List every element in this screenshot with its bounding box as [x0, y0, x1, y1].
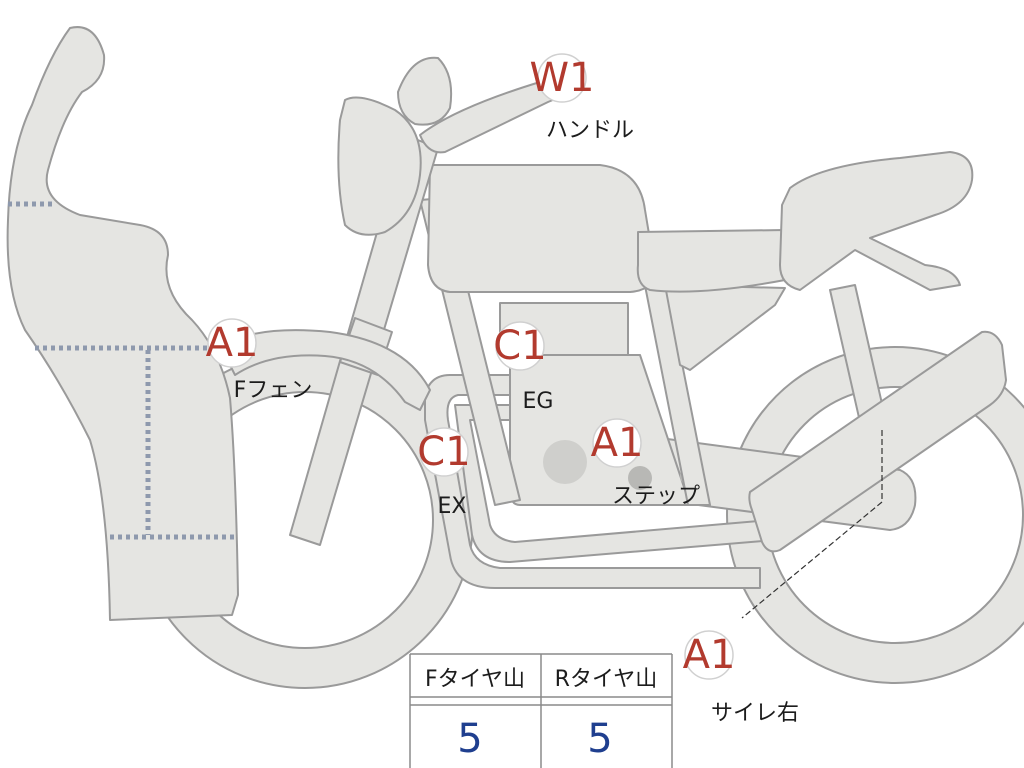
front-tire-header: Fタイヤ山	[425, 667, 525, 692]
ffender-grade: A1	[206, 320, 259, 366]
step-grade: A1	[591, 420, 644, 466]
fairing	[6, 26, 239, 621]
exhaust-pipe-upper	[454, 404, 776, 563]
silencer-grade: A1	[683, 632, 736, 678]
front-fender	[219, 329, 431, 411]
ffender-marker: A1 Fフェン	[206, 318, 313, 403]
engine-marker: C1 EG	[493, 321, 554, 414]
ffender-label: Fフェン	[234, 378, 313, 403]
mirror	[397, 56, 453, 126]
side-cover	[664, 284, 786, 371]
handle-grade: W1	[530, 55, 595, 101]
step-marker: A1 ステップ	[591, 418, 700, 509]
rear-tire-header: Rタイヤ山	[555, 667, 658, 692]
silencer-leader-line	[741, 430, 883, 619]
handle-label: ハンドル	[546, 118, 634, 143]
step-label: ステップ	[612, 484, 700, 509]
seat-rear	[779, 151, 974, 291]
silencer	[748, 330, 1007, 553]
silencer-marker: A1 サイレ右	[683, 630, 799, 726]
exhaust-grade: C1	[417, 429, 470, 475]
rear-tire-value: 5	[587, 716, 612, 762]
front-tire-value: 5	[457, 716, 482, 762]
fuel-tank	[427, 164, 656, 293]
engine-grade: C1	[493, 323, 546, 369]
exhaust-marker: C1 EX	[417, 427, 471, 519]
headlight	[337, 96, 422, 236]
engine-label: EG	[523, 389, 554, 414]
silencer-label: サイレ右	[711, 701, 799, 726]
exhaust-pipe-lower	[424, 374, 761, 589]
handle-marker: W1 ハンドル	[530, 53, 634, 143]
seat-front	[636, 229, 786, 293]
exhaust-label: EX	[438, 494, 467, 519]
tire-tread-table: Fタイヤ山 Rタイヤ山 5 5	[409, 653, 673, 768]
